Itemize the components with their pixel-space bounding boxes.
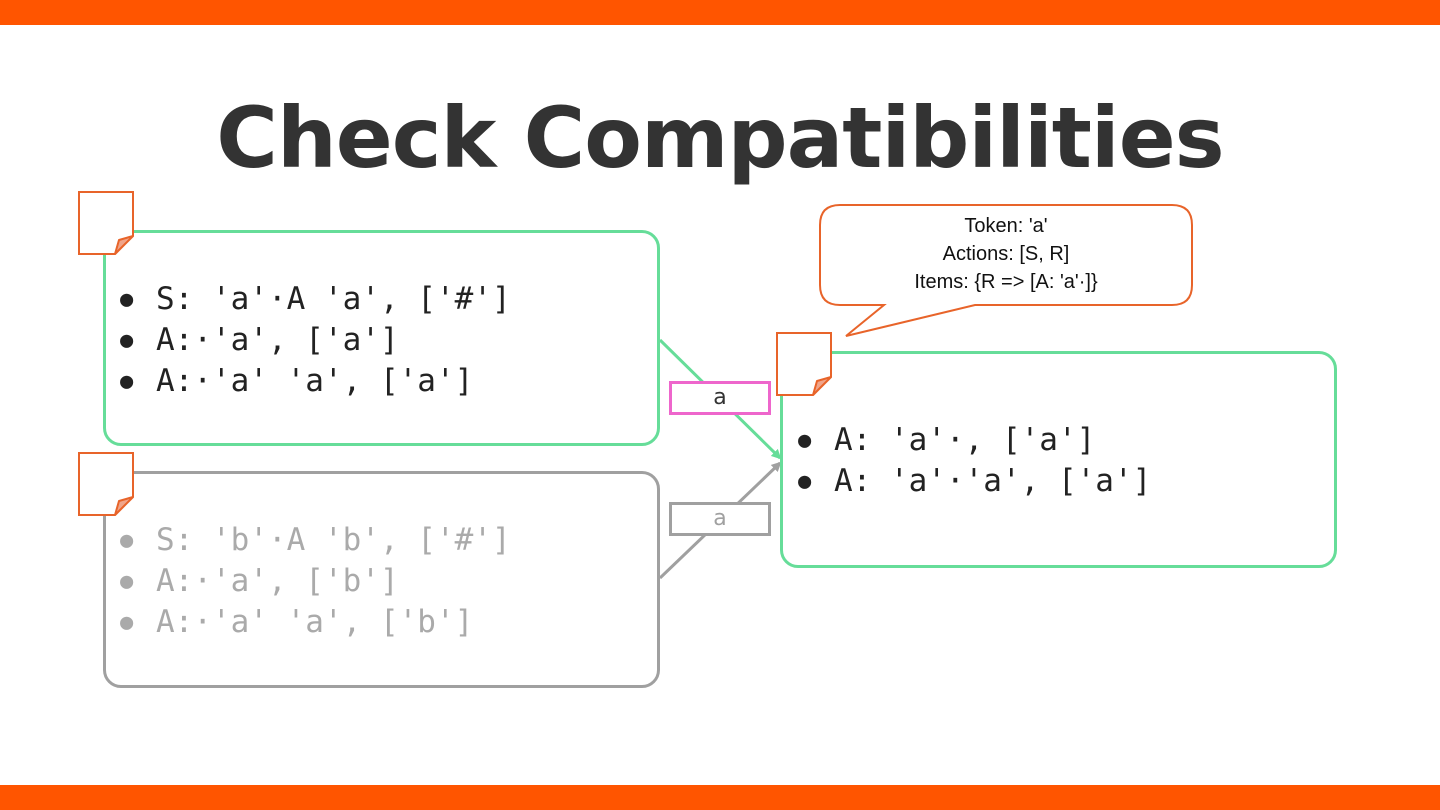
list-item: A:·'a' 'a', ['b'] <box>120 602 511 643</box>
note-icon <box>78 191 134 255</box>
list-item: A:·'a', ['a'] <box>120 320 511 361</box>
edge-label-from-state-b[interactable]: a <box>669 502 771 536</box>
target-state-items: A: 'a'·, ['a'] A: 'a'·'a', ['a'] <box>798 420 1151 502</box>
list-item: A:·'a', ['b'] <box>120 561 511 602</box>
note-icon <box>776 332 832 396</box>
callout-items: Items: {R => [A: 'a'·]} <box>914 271 1098 293</box>
state-b-items: S: 'b'·A 'b', ['#'] A:·'a', ['b'] A:·'a'… <box>120 520 511 643</box>
state-a-items: S: 'a'·A 'a', ['#'] A:·'a', ['a'] A:·'a'… <box>120 279 511 402</box>
bottom-accent-bar <box>0 785 1440 810</box>
list-item: S: 'b'·A 'b', ['#'] <box>120 520 511 561</box>
top-accent-bar <box>0 0 1440 25</box>
list-item: A: 'a'·, ['a'] <box>798 420 1151 461</box>
list-item: A:·'a' 'a', ['a'] <box>120 361 511 402</box>
list-item: A: 'a'·'a', ['a'] <box>798 461 1151 502</box>
callout-text: Token: 'a' Actions: [S, R] Items: {R => … <box>822 212 1190 296</box>
callout-token: Token: 'a' <box>964 215 1048 237</box>
callout-bubble <box>819 204 1193 337</box>
edge-label-from-state-a[interactable]: a <box>669 381 771 415</box>
slide-title: Check Compatibilities <box>216 89 1224 187</box>
callout-actions: Actions: [S, R] <box>942 243 1070 265</box>
list-item: S: 'a'·A 'a', ['#'] <box>120 279 511 320</box>
note-icon <box>78 452 134 516</box>
